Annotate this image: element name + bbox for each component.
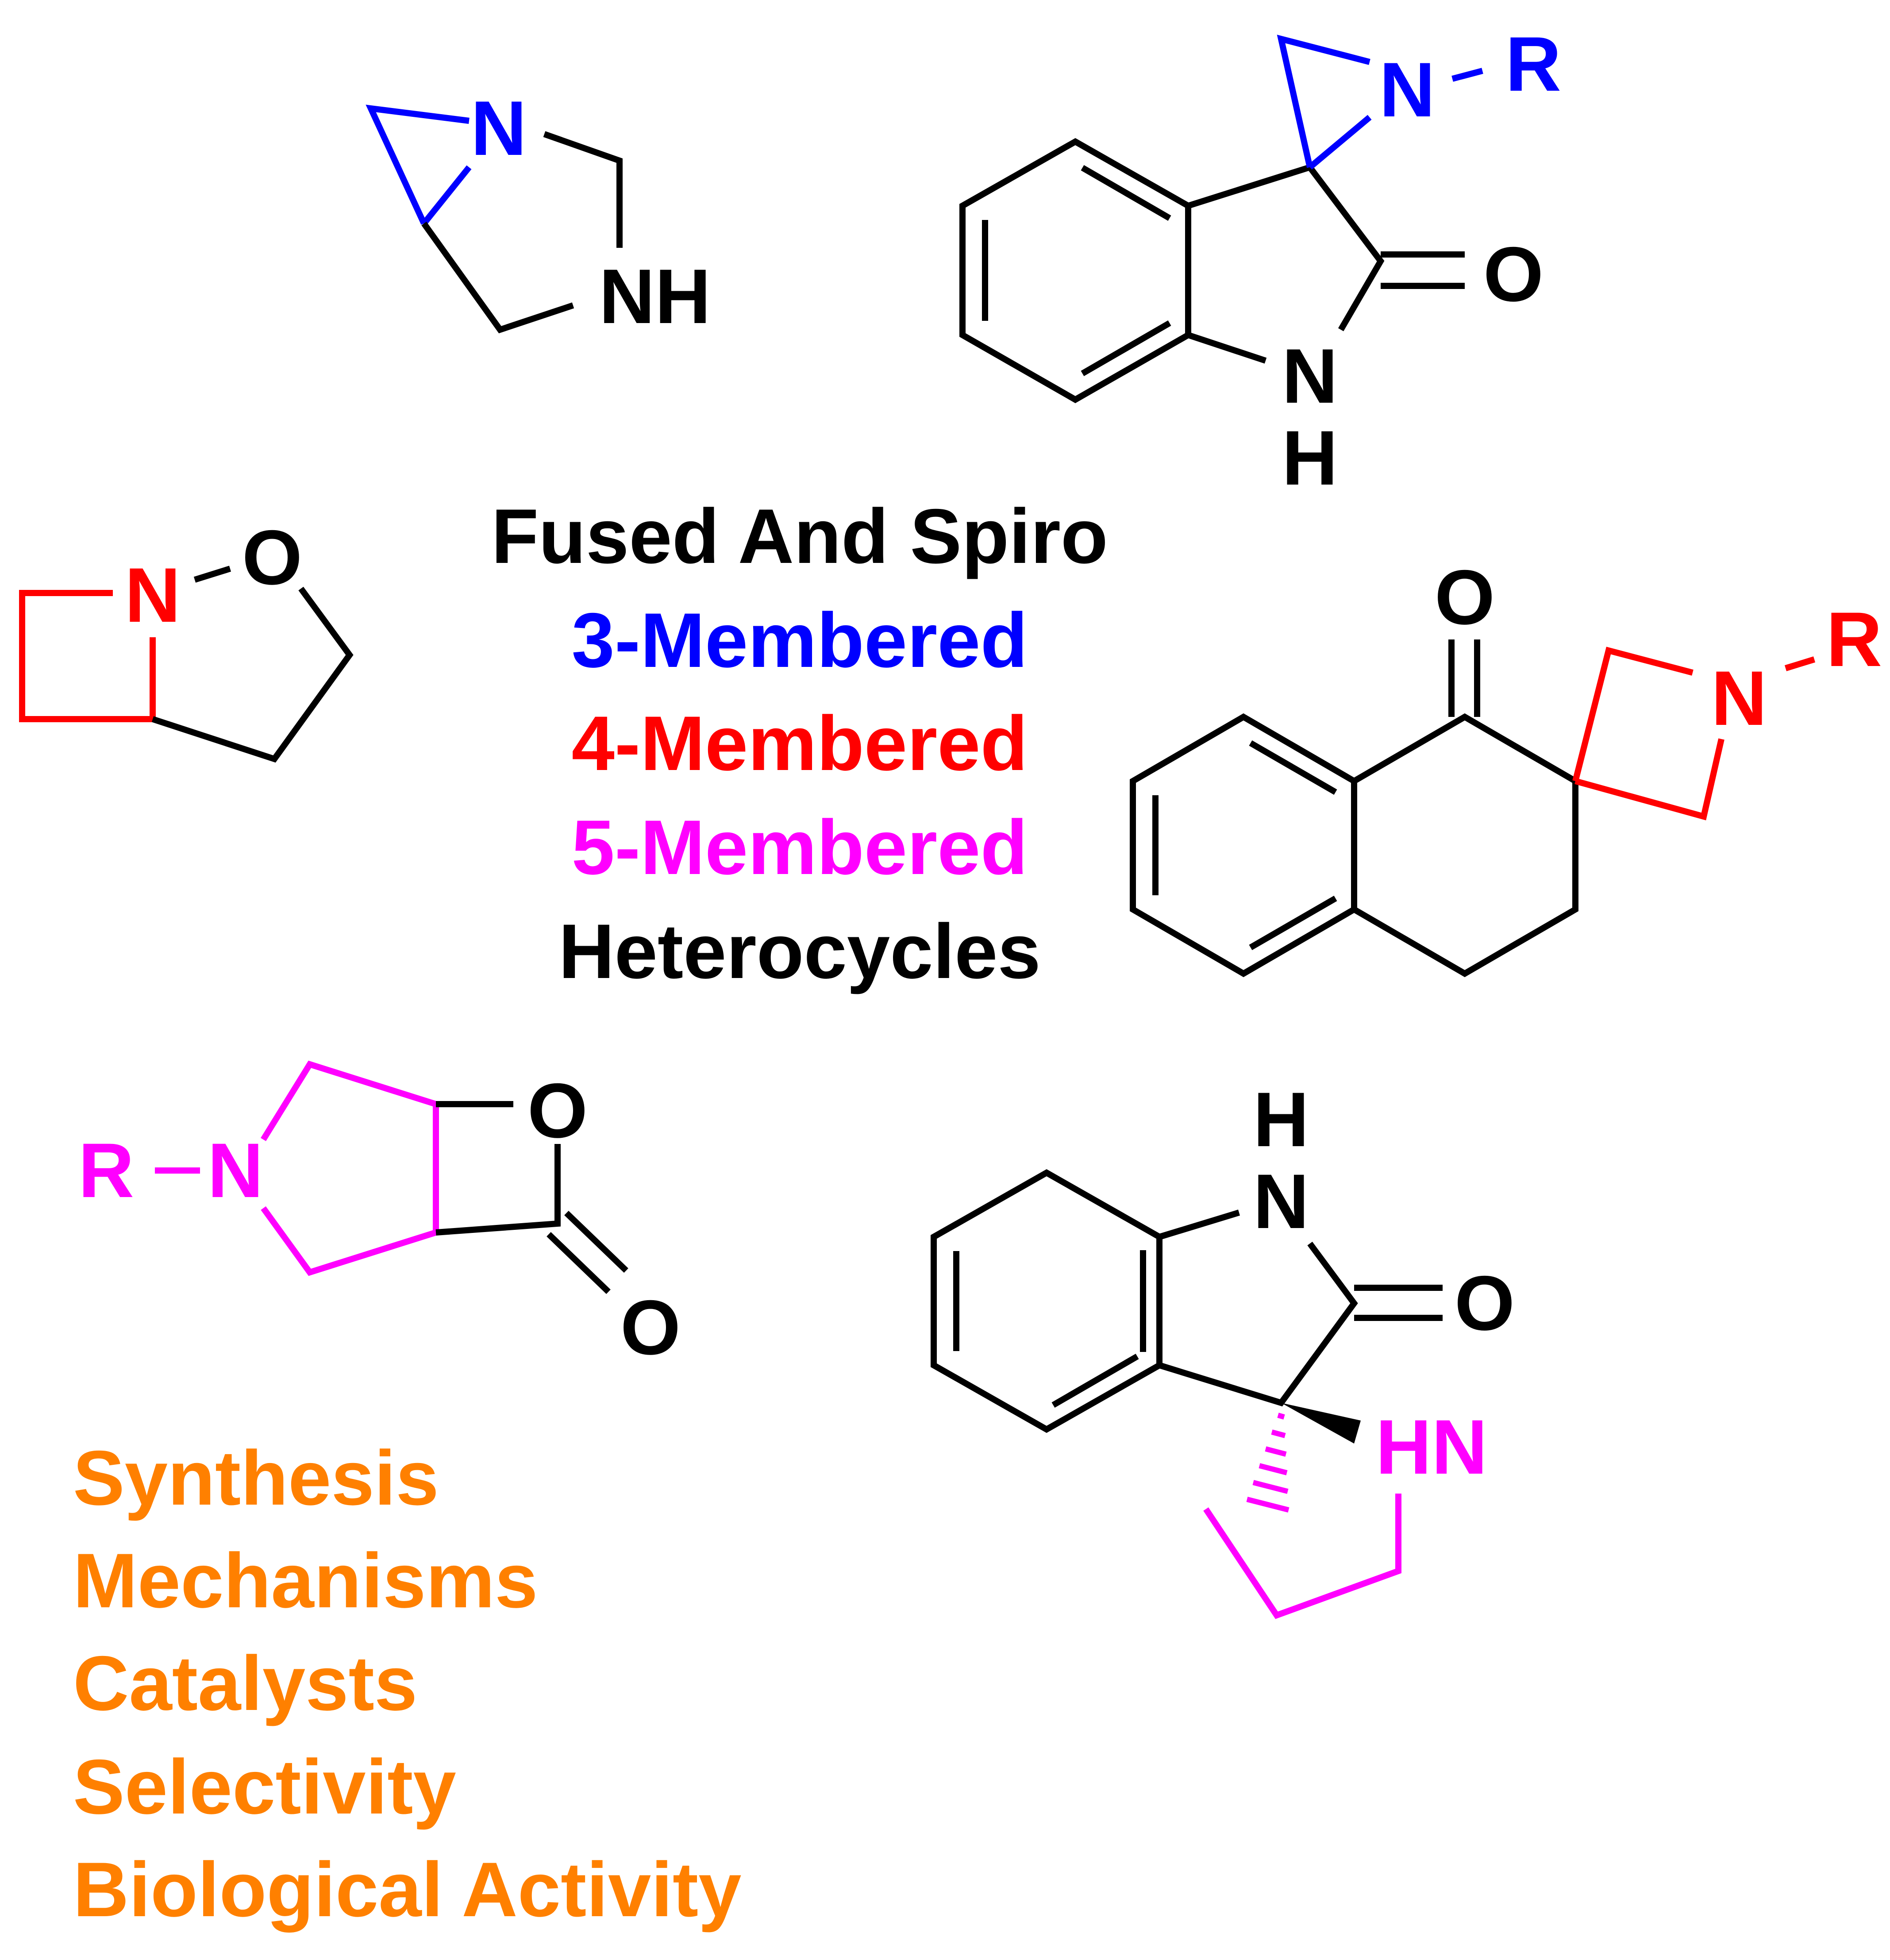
topic-item-biological-activity: Biological Activity <box>73 1847 742 1933</box>
caption-line-5-membered: 5-Membered <box>572 805 1028 891</box>
atom-label-o: O <box>1483 231 1544 318</box>
atom-label-n: N <box>1253 1159 1309 1245</box>
atom-label-n: N <box>1282 333 1338 420</box>
topic-item-synthesis: Synthesis <box>73 1435 439 1521</box>
topic-list: Synthesis Mechanisms Catalysts Selectivi… <box>73 1435 742 1933</box>
atom-label-hn: HN <box>1376 1404 1488 1490</box>
caption-line-4-membered: 4-Membered <box>572 701 1028 787</box>
atom-label-o: O <box>527 1068 588 1154</box>
atom-label-r: R <box>1505 21 1561 108</box>
molecule-fused-aziridine-imidazolidine: N NH <box>366 85 711 340</box>
topic-item-mechanisms: Mechanisms <box>73 1538 538 1624</box>
caption-line-heterocycles: Heterocycles <box>558 909 1041 995</box>
molecule-spiro-pyrrolidine-oxindole: H N O HN <box>931 1077 1515 1619</box>
center-caption: Fused And Spiro 3-Membered 4-Membered 5-… <box>491 493 1108 995</box>
atom-label-h: H <box>1253 1077 1309 1163</box>
molecule-spiro-azetidine-tetralone: O N R <box>1130 554 1882 978</box>
atom-label-r: R <box>1826 597 1882 683</box>
atom-label-o: O <box>242 515 302 601</box>
molecule-fused-pyrrolidine-lactone: R N O O <box>78 1060 681 1371</box>
atom-label-n: N <box>1711 655 1767 742</box>
caption-line-3-membered: 3-Membered <box>572 597 1028 684</box>
atom-label-n: N <box>471 85 527 172</box>
atom-label-nh: NH <box>599 254 711 340</box>
atom-label-o: O <box>620 1285 681 1371</box>
topic-item-selectivity: Selectivity <box>73 1744 456 1830</box>
atom-label-n: N <box>125 552 181 639</box>
atom-label-h: H <box>1282 415 1338 501</box>
atom-label-n: N <box>1379 47 1435 133</box>
topic-item-catalysts: Catalysts <box>73 1640 417 1727</box>
molecule-spiro-aziridine-oxindole: N R O N H <box>959 21 1561 501</box>
molecule-fused-azetidine-isoxazolidine: N O <box>19 515 354 763</box>
atom-label-r: R <box>78 1128 134 1214</box>
atom-label-o: O <box>1455 1260 1515 1347</box>
atom-label-o: O <box>1435 554 1495 641</box>
hashed-wedge-bond <box>1246 1413 1290 1513</box>
atom-label-n: N <box>208 1128 263 1214</box>
caption-line-fused-and-spiro: Fused And Spiro <box>491 493 1108 580</box>
